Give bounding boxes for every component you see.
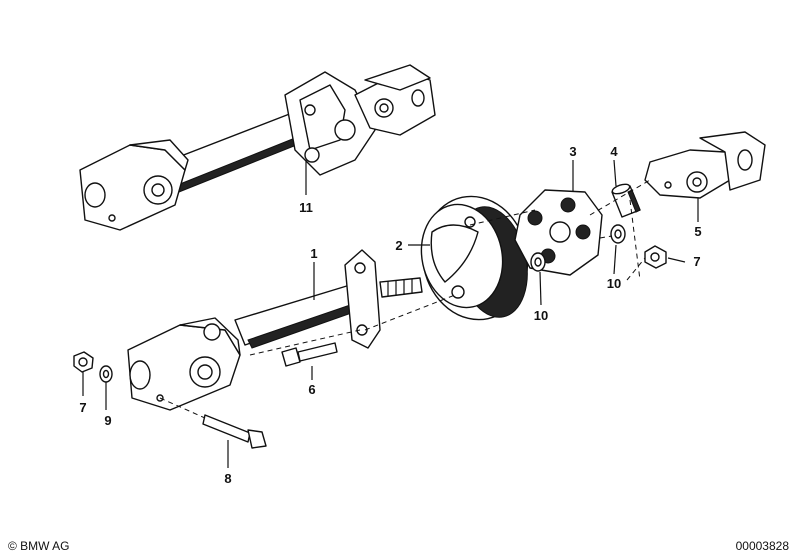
washer-center xyxy=(530,252,546,306)
copyright-label: © BMW AG xyxy=(8,539,70,553)
universal-joint xyxy=(644,131,766,222)
callout-7-right: 7 xyxy=(693,254,700,269)
document-number: 00003828 xyxy=(735,539,789,553)
flexible-coupling-disc xyxy=(514,160,603,276)
bolt-short xyxy=(281,342,338,380)
callout-7-left: 7 xyxy=(79,400,86,415)
callout-9: 9 xyxy=(104,413,111,428)
nut-right xyxy=(644,245,686,269)
upper-steering-shaft-assembly xyxy=(79,64,436,231)
nut-left xyxy=(73,351,94,396)
callout-2: 2 xyxy=(395,238,402,253)
callout-11: 11 xyxy=(299,200,313,215)
callout-1: 1 xyxy=(310,246,317,261)
lower-steering-shaft-assembly xyxy=(127,249,423,411)
callout-5: 5 xyxy=(694,224,701,239)
assembly-guide-lines xyxy=(249,179,651,356)
bolt-long xyxy=(159,397,267,468)
callout-10-center: 10 xyxy=(534,308,548,323)
callout-4: 4 xyxy=(610,144,618,159)
callout-6: 6 xyxy=(308,382,315,397)
washer-right xyxy=(610,224,626,275)
callout-10-right: 10 xyxy=(607,276,621,291)
coupling-flange-housing xyxy=(408,195,529,321)
bushing xyxy=(611,159,641,218)
callout-3: 3 xyxy=(569,144,576,159)
washer-left xyxy=(99,365,113,410)
callout-8: 8 xyxy=(224,471,231,486)
